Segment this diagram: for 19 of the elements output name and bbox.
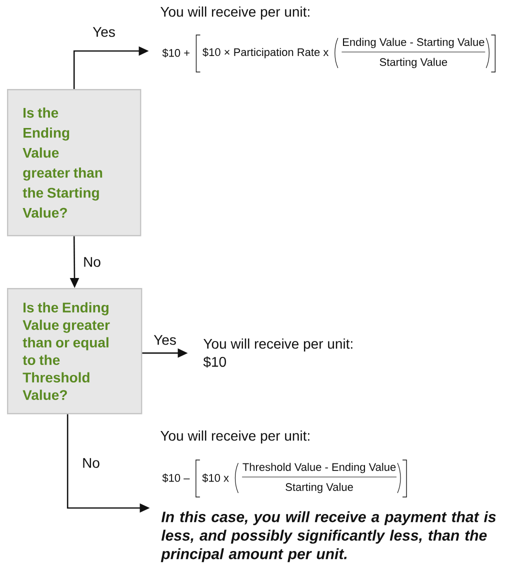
denominator: Starting Value	[286, 482, 353, 494]
denominator: Starting Value	[380, 58, 448, 68]
formula-term: $10 x	[202, 474, 229, 482]
edge-label: Yes	[152, 334, 178, 346]
numerator: Ending Value - Starting Value	[343, 38, 484, 48]
edge-label: No	[82, 256, 102, 268]
edge-label: Yes	[91, 26, 117, 38]
payout-amount: $10	[203, 356, 226, 368]
numerator: Threshold Value - Ending Value	[242, 462, 396, 474]
edge-label: No	[80, 456, 102, 470]
payout-text: You will receive per unit:	[160, 430, 310, 444]
payout-text: You will receive per unit:	[160, 6, 310, 20]
formula-term: $10 × Participation Rate x	[202, 48, 329, 58]
formula-term: $10 –	[162, 474, 190, 482]
decision-box: Is the Ending Value greater than or equal to the Threshold Value?	[7, 288, 142, 414]
formula-term: $10 +	[162, 48, 190, 58]
note-text: In this case, you will receive a payment that is less, and possibly significantly less, than the principal amount per unit.	[160, 511, 496, 562]
decision-box: Is the Ending Value greater than the Starting Value?	[7, 89, 142, 236]
payout-text: You will receive per unit:	[204, 338, 352, 352]
